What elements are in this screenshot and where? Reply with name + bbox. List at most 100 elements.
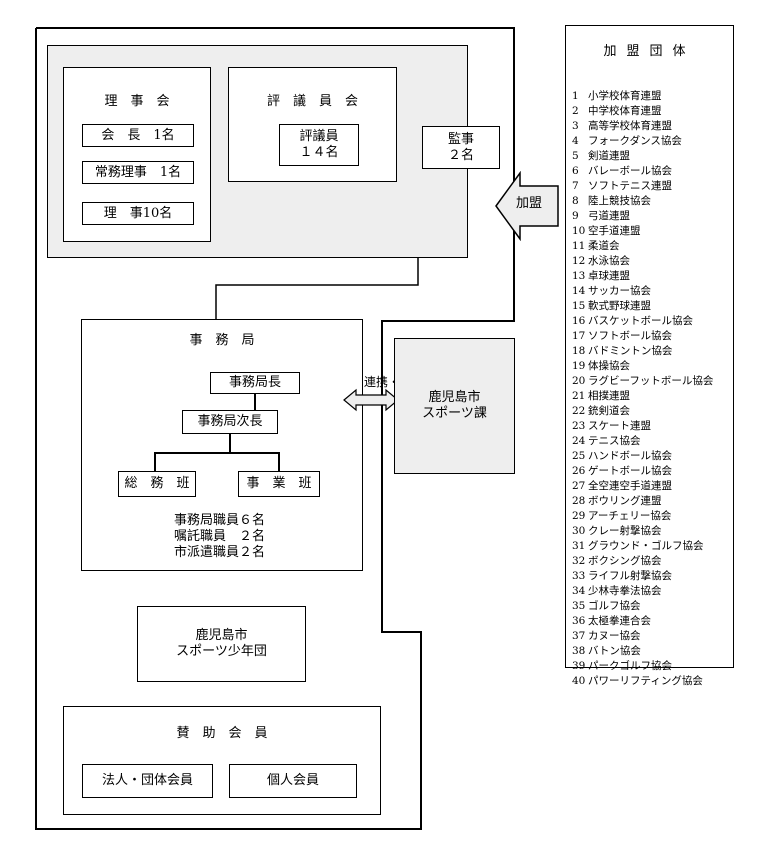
member-organization-name: バスケットボール協会: [588, 315, 693, 327]
member-organization-number: 8: [572, 195, 579, 207]
member-organization-number: 15: [572, 300, 586, 312]
city-sports-division: 鹿児島市 スポーツ課: [394, 338, 515, 474]
member-organization-number: 38: [572, 645, 586, 657]
member-organization-number: 28: [572, 495, 586, 507]
secretariat-title: 事 務 局: [189, 333, 255, 348]
member-organization-number: 4: [572, 135, 579, 147]
member-organization-number: 12: [572, 255, 586, 267]
member-organization-number: 10: [572, 225, 586, 237]
councilors-box: 評議員 １４名: [279, 124, 359, 166]
member-organization-number: 13: [572, 270, 586, 282]
member-organization-name: 高等学校体育連盟: [588, 120, 672, 132]
member-organization-name: 体操協会: [588, 360, 630, 372]
member-organization-name: 空手道連盟: [588, 225, 641, 237]
member-organization-number: 16: [572, 315, 586, 327]
member-organization-number: 39: [572, 660, 586, 672]
member-organization-name: ボウリング連盟: [588, 495, 662, 507]
member-organization-number: 35: [572, 600, 586, 612]
member-organization-name: ソフトテニス連盟: [588, 180, 672, 192]
secretariat-staff: 事務局職員６名 嘱託職員 ２名 市派遣職員２名: [174, 513, 266, 560]
member-organization-number: 22: [572, 405, 586, 417]
board-title: 理 事 会: [104, 94, 170, 109]
member-organization-name: 銃剣道会: [588, 405, 630, 417]
member-organization-number: 26: [572, 465, 586, 477]
member-organization-number: 40: [572, 675, 586, 687]
member-organization-name: スケート連盟: [588, 420, 651, 432]
member-organization-number: 23: [572, 420, 586, 432]
member-organization-item: 7 ソフトテニス連盟: [572, 179, 713, 194]
auditor-box: 監事 ２名: [422, 126, 500, 169]
council: 評 議 員 会 評議員 １４名: [228, 67, 397, 182]
board-of-directors: 理 事 会 会 長 1名 常務理事 1名 理 事10名: [63, 67, 211, 242]
affiliation-label: 加盟: [516, 196, 543, 211]
member-organization-name: 少林寺拳法協会: [588, 585, 662, 597]
member-organization-name: パワーリフティング協会: [588, 675, 703, 687]
member-organization-number: 27: [572, 480, 586, 492]
board-directors: 理 事10名: [82, 202, 194, 225]
member-organization-number: 14: [572, 285, 586, 297]
member-organization-name: ラグビーフットボール協会: [588, 375, 714, 387]
member-organization-item: 3 高等学校体育連盟: [572, 119, 713, 134]
member-organization-name: バレーボール協会: [588, 165, 672, 177]
member-organization-number: 17: [572, 330, 586, 342]
member-organization-number: 11: [572, 240, 586, 252]
member-organization-item: 1 小学校体育連盟: [572, 89, 713, 104]
member-organization-number: 34: [572, 585, 586, 597]
member-organization-name: バトン協会: [588, 645, 641, 657]
member-organization-name: 弓道連盟: [588, 210, 630, 222]
member-organization-item: 6 バレーボール協会: [572, 164, 713, 179]
board-executive-director: 常務理事 1名: [82, 161, 194, 184]
member-organization-number: 31: [572, 540, 586, 552]
youth-sports-corps: 鹿児島市 スポーツ少年団: [137, 606, 306, 682]
member-organization-number: 20: [572, 375, 586, 387]
member-organization-name: 卓球連盟: [588, 270, 630, 282]
connector-director-deputy: [254, 394, 256, 410]
member-organization-name: カヌー協会: [588, 630, 641, 642]
member-organization-number: 19: [572, 360, 586, 372]
member-organization-number: 9: [572, 210, 579, 222]
cooperation-arrow: [343, 388, 399, 412]
member-organization-number: 32: [572, 555, 586, 567]
member-organization-number: 6: [572, 165, 579, 177]
member-organization-name: ゲートボール協会: [588, 465, 672, 477]
member-organizations-title: 加盟団体: [603, 44, 696, 59]
member-organization-name: 小学校体育連盟: [588, 90, 662, 102]
member-organization-name: ライフル射撃協会: [588, 570, 672, 582]
member-organization-number: 3: [572, 120, 579, 132]
member-organization-number: 30: [572, 525, 586, 537]
member-organization-number: 7: [572, 180, 579, 192]
member-organization-name: 柔道会: [588, 240, 620, 252]
member-organization-name: テニス協会: [588, 435, 641, 447]
supporting-members-title: 賛 助 会 員: [176, 726, 268, 741]
member-organization-number: 1: [572, 90, 579, 102]
individual-members: 個人会員: [229, 764, 357, 798]
member-organization-number: 29: [572, 510, 586, 522]
member-organization-name: 軟式野球連盟: [588, 300, 651, 312]
member-organization-name: ゴルフ協会: [588, 600, 641, 612]
member-organization-name: ソフトボール協会: [588, 330, 672, 342]
member-organization-name: サッカー協会: [588, 285, 651, 297]
board-chairman: 会 長 1名: [82, 124, 194, 147]
member-organization-number: 18: [572, 345, 586, 357]
